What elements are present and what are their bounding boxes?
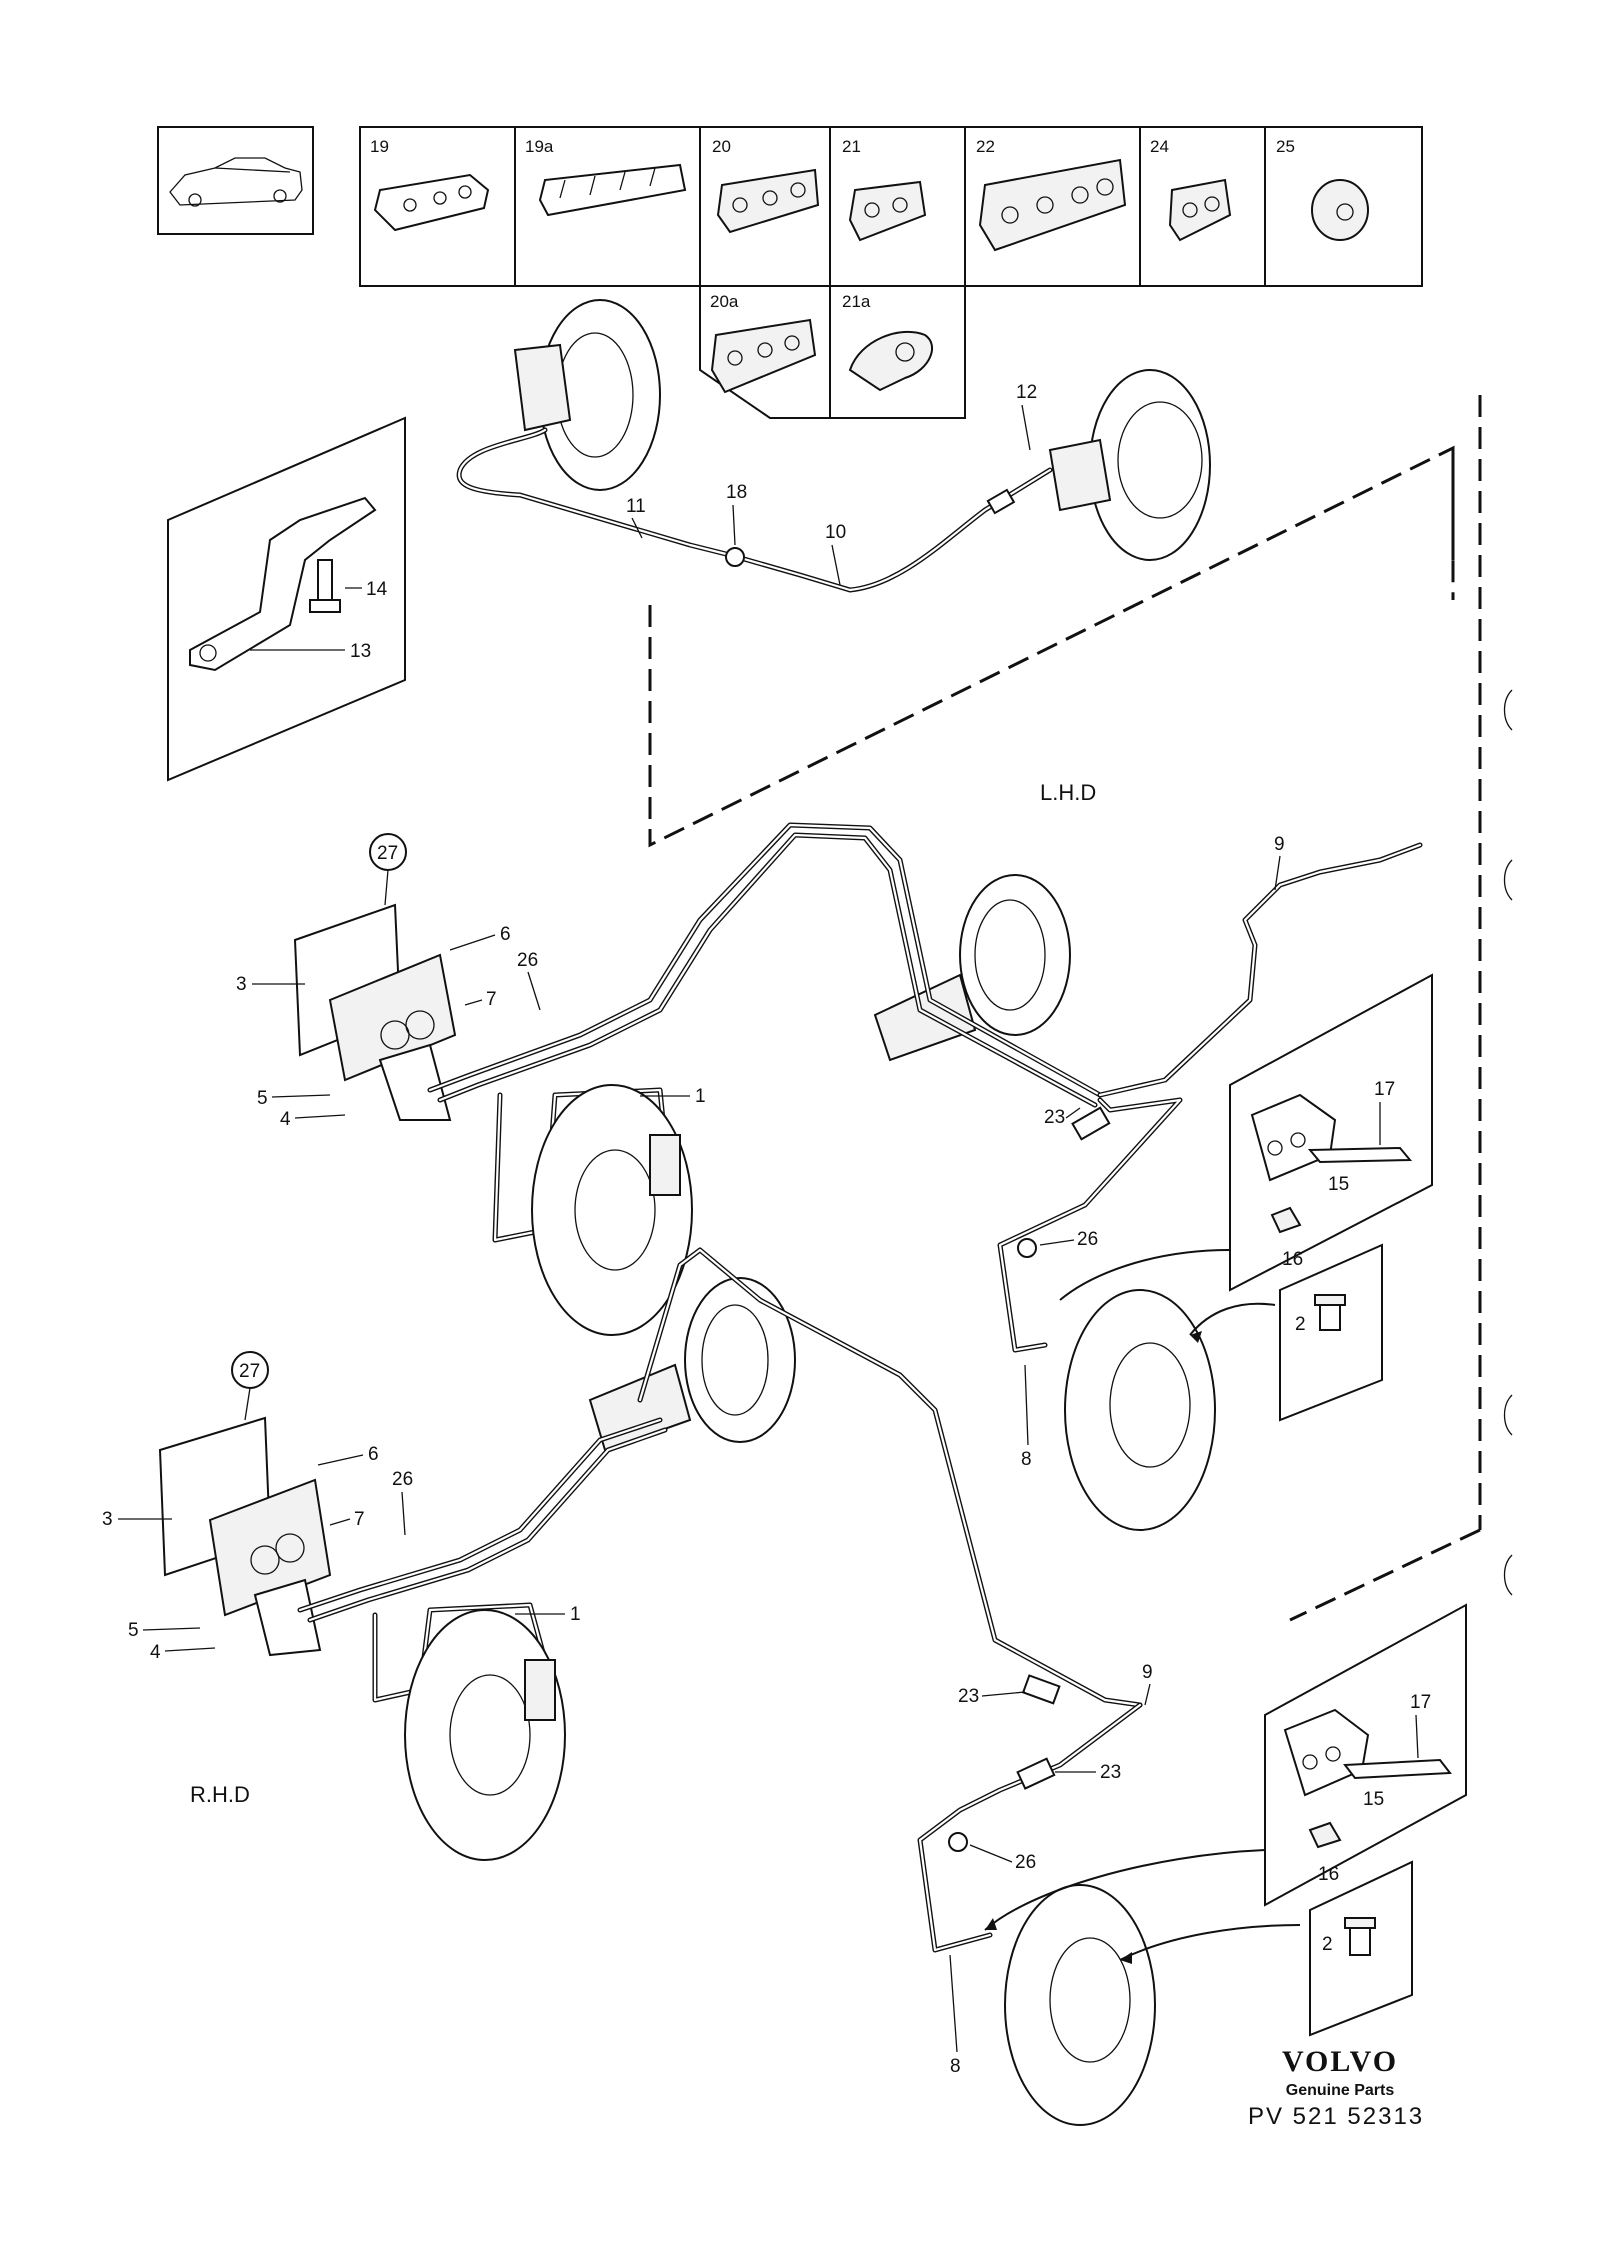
lhd-bolt-detail-box: 2	[1059, 1243, 1383, 1422]
rhd-callout-26b: 26	[1015, 1852, 1036, 1873]
clip-19a-icon	[538, 163, 687, 217]
rhd-callout-27: 27	[239, 1361, 260, 1382]
brand-logo: VOLVO	[1281, 2045, 1399, 2078]
clip-21a-icon	[848, 330, 934, 392]
clip-label-21a: 21a	[842, 292, 871, 311]
clip-25-icon	[1311, 179, 1369, 241]
callout-11: 11	[626, 496, 646, 517]
callout-18: 18	[726, 482, 747, 503]
callout-23: 23	[1044, 1107, 1065, 1128]
callout-3: 3	[236, 974, 247, 995]
callout-9: 9	[1274, 834, 1285, 855]
lhd-front-left-disc	[513, 299, 661, 491]
callout-1: 1	[695, 1086, 706, 1107]
clip-19-icon	[373, 173, 490, 232]
clip-20a-icon	[710, 318, 817, 394]
clip-24-icon	[1168, 178, 1232, 242]
bracket-detail-box: 14 13	[167, 416, 406, 782]
callout-26b: 26	[1077, 1229, 1098, 1250]
rhd-front-left-hose	[372, 1602, 566, 1861]
callout-15: 15	[1328, 1174, 1349, 1195]
rhd-callout-6: 6	[368, 1444, 379, 1465]
rhd-booster	[588, 1277, 796, 1452]
rhd-callout-8: 8	[950, 2056, 961, 2077]
clip-label-25: 25	[1276, 137, 1295, 156]
rhd-callout-1: 1	[570, 1604, 581, 1625]
lhd-front-brake-lines	[456, 427, 1053, 593]
rhd-rear-bracket-box: 17 15 16	[1264, 1603, 1467, 1907]
diagram-reference-number: PV 521 52313	[1248, 2103, 1425, 2130]
rhd-callout-23b: 23	[1100, 1762, 1121, 1783]
clip-label-21: 21	[842, 137, 861, 156]
callout-8: 8	[1021, 1449, 1032, 1470]
rhd-main-brake-lines	[297, 1247, 1143, 1708]
callout-17: 17	[1374, 1079, 1395, 1100]
rhd-callout-7: 7	[354, 1509, 365, 1530]
callout-2: 2	[1295, 1314, 1306, 1335]
rhd-bolt-detail-box: 2	[984, 1849, 1413, 2037]
callout-5: 5	[257, 1088, 268, 1109]
clip-22-icon	[978, 158, 1127, 252]
rhd-callout-16: 16	[1318, 1864, 1339, 1885]
lhd-front-left-hose	[492, 1084, 693, 1336]
clip-label-24: 24	[1150, 137, 1169, 156]
callout-16: 16	[1282, 1249, 1303, 1270]
rhd-callout-4: 4	[150, 1642, 161, 1663]
clip-label-19: 19	[370, 137, 389, 156]
clip-21-icon	[848, 180, 927, 242]
callout-6: 6	[500, 924, 511, 945]
lhd-booster	[873, 874, 1071, 1062]
car-thumbnail	[157, 126, 314, 235]
rhd-callout-15: 15	[1363, 1789, 1384, 1810]
callout-12: 12	[1016, 382, 1037, 403]
lhd-front-right-disc	[1048, 369, 1211, 561]
clip-label-20a: 20a	[710, 292, 739, 311]
lhd-dashed-frame	[648, 395, 1482, 1622]
brand-tagline: Genuine Parts	[1285, 2082, 1395, 2099]
rhd-callout-5: 5	[128, 1620, 139, 1641]
clip-label-20: 20	[712, 137, 731, 156]
rhd-callout-9: 9	[1142, 1662, 1153, 1683]
clip-panel: 19 19a 20 21 22 24 25 20a 21a	[359, 126, 1423, 419]
rhd-abs-unit	[158, 1416, 332, 1657]
rhd-callout-3: 3	[102, 1509, 113, 1530]
callout-4: 4	[280, 1109, 291, 1130]
lhd-main-brake-lines	[427, 822, 1423, 1108]
lhd-rear-bracket-box: 17 15 16	[1229, 973, 1433, 1292]
lhd-section-label: L.H.D	[1040, 780, 1096, 805]
rhd-section-label: R.H.D	[190, 1782, 250, 1807]
callout-26: 26	[517, 950, 538, 971]
rhd-callout-2: 2	[1322, 1934, 1333, 1955]
rhd-callout-26: 26	[392, 1469, 413, 1490]
clip-20-icon	[716, 168, 820, 234]
rhd-callout-23a: 23	[958, 1686, 979, 1707]
callout-10: 10	[825, 522, 846, 543]
clip-label-19a: 19a	[525, 137, 554, 156]
callout-27: 27	[377, 843, 398, 864]
lhd-abs-unit	[293, 903, 457, 1121]
rhd-callout-17: 17	[1410, 1692, 1431, 1713]
lhd-rear-line	[997, 1097, 1216, 1531]
rhd-rear-line	[917, 1702, 1156, 2126]
callout-14: 14	[366, 579, 388, 600]
callout-13: 13	[350, 641, 371, 662]
clip-label-22: 22	[976, 137, 995, 156]
callout-7: 7	[486, 989, 497, 1010]
